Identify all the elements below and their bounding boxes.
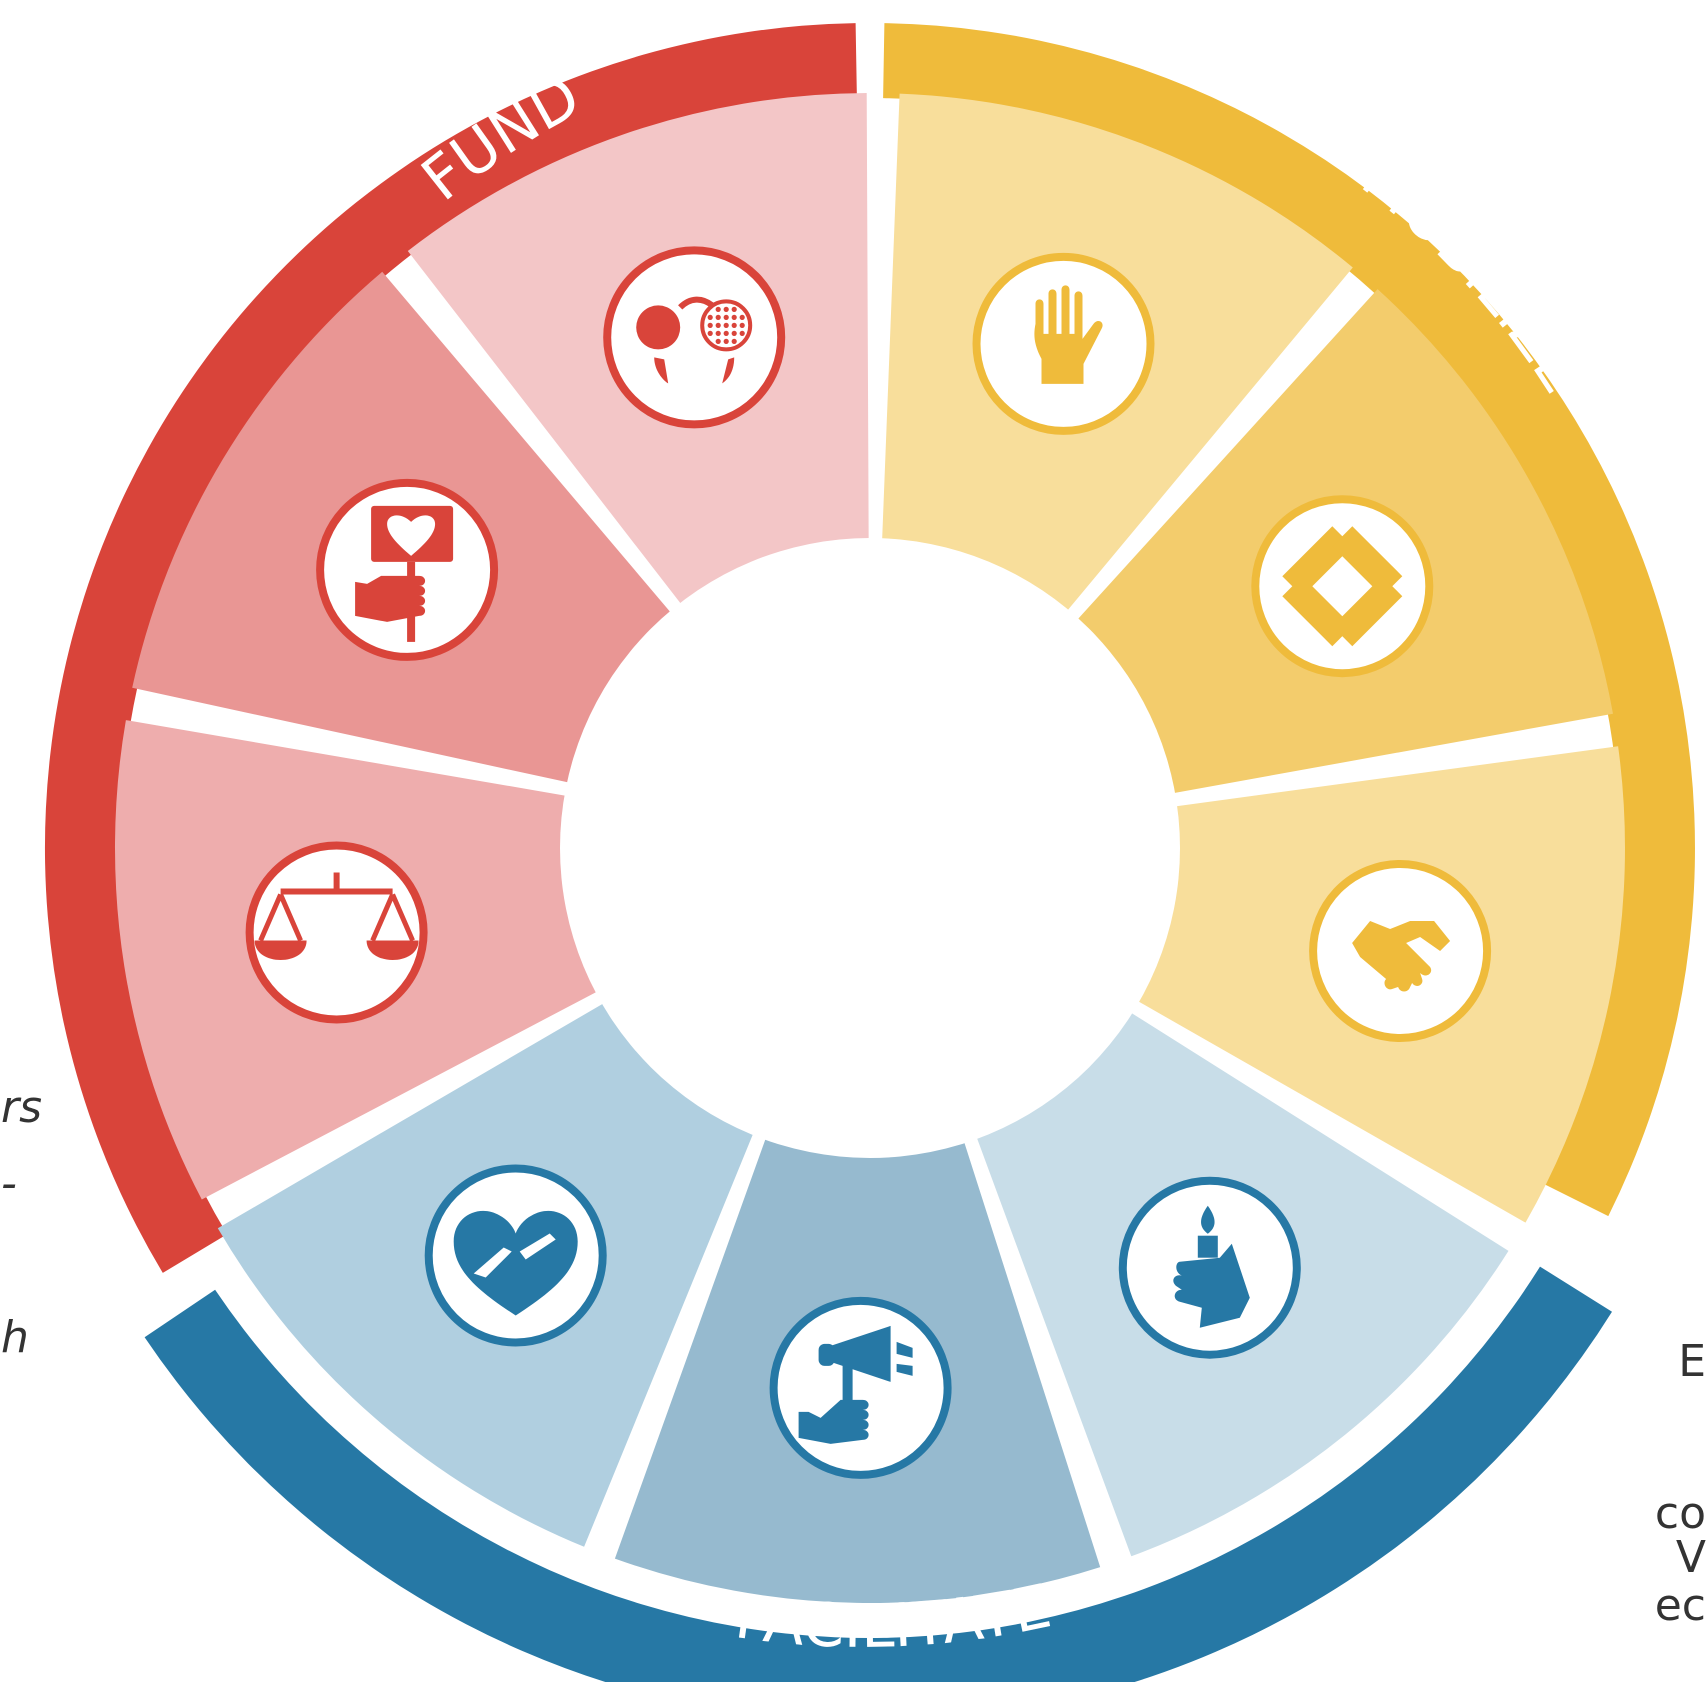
scales-of-justice-icon xyxy=(245,841,428,1024)
right-edge-fragment-1: E xyxy=(1678,1336,1706,1387)
raised-hand-icon xyxy=(972,252,1155,435)
right-edge-fragment-5: ec xyxy=(1654,1580,1706,1631)
fund-arc xyxy=(44,23,857,1273)
candle-in-hand-icon xyxy=(1118,1176,1301,1359)
heart-hands-icon xyxy=(424,1164,607,1347)
linked-arms-icon xyxy=(1251,495,1434,678)
handshake-icon xyxy=(1309,860,1492,1042)
center-hole xyxy=(560,538,1180,1158)
left-edge-fragment-2: - xyxy=(1,1158,17,1209)
megaphone-hand-icon xyxy=(769,1296,952,1479)
left-edge-fragment-4: h xyxy=(1,1312,29,1363)
dialogue-heads-icon xyxy=(603,246,786,429)
right-edge-fragment-4: V xyxy=(1675,1532,1706,1583)
protest-sign-icon xyxy=(316,478,499,661)
left-edge-fragment-1: rs xyxy=(1,1082,43,1133)
facilitate-arc xyxy=(144,1266,1612,1682)
right-edge-fragment-3: co xyxy=(1654,1488,1706,1539)
mobilize-arc xyxy=(883,23,1695,1217)
